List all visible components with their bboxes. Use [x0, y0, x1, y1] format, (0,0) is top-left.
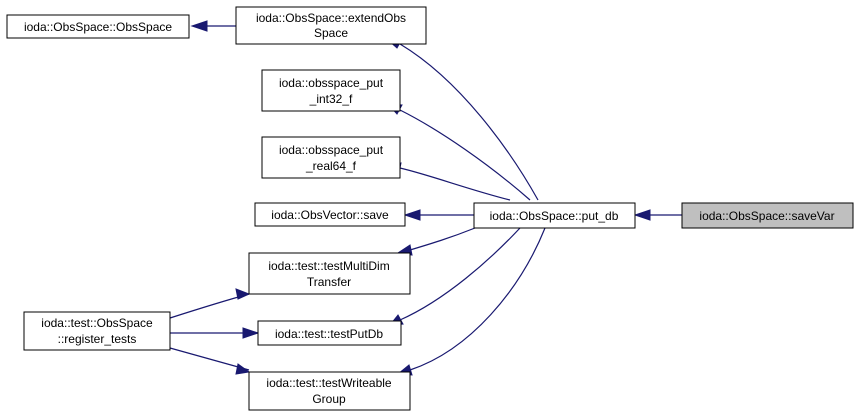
- node-test-writeable-group[interactable]: ioda::test::testWriteable Group: [248, 371, 411, 411]
- edge-extend-to-ctor: [190, 20, 236, 32]
- edge-writeable-to-register: [169, 347, 251, 375]
- edge-multidim-to-register: [169, 288, 251, 319]
- node-label-line-2: ::register_tests: [58, 332, 137, 346]
- node-label-line-1: ioda::ObsSpace::extendObs: [256, 11, 406, 25]
- edge-putdb-test-to-register: [170, 327, 260, 339]
- node-label-line-1: ioda::test::testWriteable: [266, 376, 392, 390]
- node-label-line-2: Transfer: [307, 275, 351, 289]
- node-label-line-1: ioda::obsspace_put: [279, 76, 384, 90]
- edge-putdb-to-save: [403, 209, 474, 221]
- edge-putdb-to-writeable: [396, 227, 546, 376]
- edge-putdb-to-multidim: [396, 227, 476, 256]
- node-label-line-2: Space: [314, 26, 348, 40]
- node-obsvector-save[interactable]: ioda::ObsVector::save: [254, 202, 406, 227]
- node-obsspace-put-int32[interactable]: ioda::obsspace_put _int32_f: [261, 69, 401, 112]
- edge-savevar-to-putdb: [633, 209, 682, 221]
- node-label-line-2: Group: [312, 392, 346, 406]
- node-label: ioda::ObsSpace::ObsSpace: [24, 20, 172, 34]
- node-label: ioda::test::testPutDb: [275, 327, 383, 341]
- node-label: ioda::ObsSpace::saveVar: [699, 209, 834, 223]
- node-test-put-db[interactable]: ioda::test::testPutDb: [257, 320, 402, 346]
- edge-putdb-to-extend: [386, 38, 539, 201]
- node-register-tests[interactable]: ioda::test::ObsSpace ::register_tests: [23, 311, 171, 351]
- node-label-line-2: _int32_f: [309, 92, 353, 106]
- node-label: ioda::ObsSpace::put_db: [490, 209, 619, 223]
- node-obsspace-constructor[interactable]: ioda::ObsSpace::ObsSpace: [6, 14, 190, 39]
- node-test-multidim-transfer[interactable]: ioda::test::testMultiDim Transfer: [248, 252, 411, 295]
- node-obsspace-save-var[interactable]: ioda::ObsSpace::saveVar: [681, 202, 854, 229]
- node-label-line-1: ioda::test::ObsSpace: [41, 316, 153, 330]
- node-label-line-2: _real64_f: [305, 159, 357, 173]
- node-label: ioda::ObsVector::save: [271, 208, 389, 222]
- node-obsspace-put-db[interactable]: ioda::ObsSpace::put_db: [473, 202, 636, 229]
- node-obsspace-put-real64[interactable]: ioda::obsspace_put _real64_f: [261, 136, 401, 179]
- node-extend-obs-space[interactable]: ioda::ObsSpace::extendObs Space: [235, 6, 427, 45]
- node-label-line-1: ioda::obsspace_put: [279, 143, 384, 157]
- node-label-line-1: ioda::test::testMultiDim: [268, 259, 389, 273]
